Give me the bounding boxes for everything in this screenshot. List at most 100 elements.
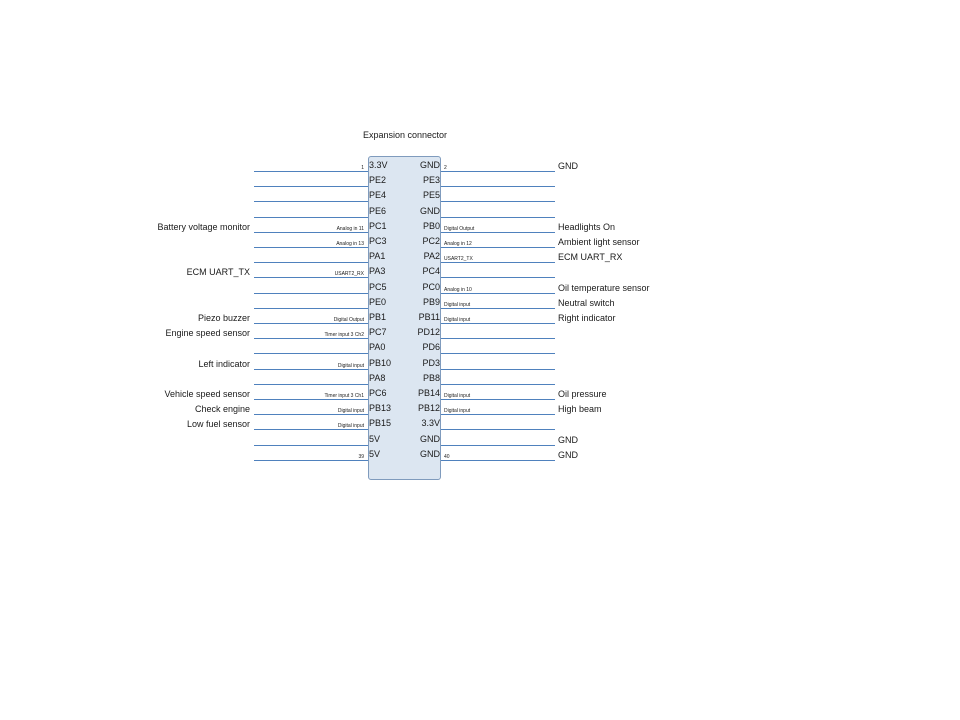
left-wire: [254, 338, 368, 340]
left-wire: [254, 292, 368, 294]
left-function-note: 39: [358, 453, 364, 460]
right-wire: [441, 444, 555, 446]
right-pin-name: PE3: [422, 175, 440, 186]
right-wire: [441, 292, 555, 294]
right-signal-label: Neutral switch: [558, 297, 615, 308]
right-wire: [441, 368, 555, 370]
left-wire: [254, 353, 368, 355]
right-pin-name: PC2: [422, 236, 440, 246]
left-wire: [254, 368, 368, 370]
left-wire: [254, 262, 368, 264]
right-wire: [441, 307, 555, 309]
left-pin-name: PE4: [369, 190, 387, 201]
left-wire: [254, 171, 368, 172]
right-signal-label: High beam: [558, 404, 602, 415]
right-pin-name: GND: [420, 433, 440, 444]
left-pin-name: 3.3V: [369, 160, 388, 170]
left-pin-name: PA0: [369, 342, 386, 353]
left-signal-label: ECM UART_TX: [186, 267, 250, 278]
right-wire: [441, 171, 555, 172]
right-pin-name: PA2: [423, 251, 440, 262]
left-wire: [254, 399, 368, 400]
right-pin-name: PB11: [418, 312, 440, 322]
left-pin-name: PB13: [369, 403, 392, 414]
left-wire: [254, 414, 368, 416]
right-pin-name: PC0: [422, 281, 440, 292]
right-function-note: Analog in 10: [444, 286, 472, 293]
right-wire: [441, 353, 555, 355]
right-function-note: Digital input: [444, 393, 471, 399]
pin-row: PE2 PE3: [0, 173, 960, 188]
right-signal-label: GND: [558, 161, 578, 171]
right-wire: [441, 338, 555, 340]
left-pin-name: 5V: [369, 433, 381, 444]
left-function-note: Digital input: [337, 423, 364, 430]
right-pin-name: PE5: [422, 190, 440, 201]
left-pin-name: PB10: [369, 357, 392, 368]
left-pin-name: PC7: [369, 327, 387, 338]
left-signal-label: Battery voltage monitor: [157, 221, 250, 232]
right-wire: [441, 399, 555, 400]
right-pin-name: PB12: [417, 403, 440, 414]
right-pin-name: GND: [420, 160, 440, 170]
right-pin-name: PB9: [422, 296, 440, 307]
right-function-note: 2: [444, 165, 447, 171]
left-wire: [254, 307, 368, 309]
left-wire: [254, 459, 368, 461]
right-wire: [441, 323, 555, 324]
left-pin-name: PA8: [369, 372, 386, 383]
left-function-note: Timer input 3 Ch1: [324, 393, 364, 399]
left-wire: [254, 323, 368, 324]
left-pin-name: PC6: [369, 388, 387, 398]
left-pin-name: PA1: [369, 251, 386, 262]
right-wire: [441, 186, 555, 188]
left-signal-label: Check engine: [194, 404, 250, 415]
left-pin-name: PB1: [369, 312, 387, 322]
right-signal-label: Oil temperature sensor: [558, 282, 650, 293]
right-wire: [441, 429, 555, 431]
pin-row: Vehicle speed sensor Timer input 3 Ch1 PC6…: [0, 386, 960, 401]
right-pin-name: PD6: [422, 342, 440, 353]
left-pin-name: PE2: [369, 175, 387, 186]
right-signal-label: Right indicator: [558, 313, 616, 323]
right-function-note: USART2_TX: [444, 256, 473, 263]
right-wire: [441, 383, 555, 385]
right-function-note: Digital Output: [444, 225, 475, 232]
pin-row: Check engine Digital input PB13 PB12 Digital…: [0, 401, 960, 416]
left-signal-label: Vehicle speed sensor: [164, 389, 250, 399]
left-signal-label: Left indicator: [198, 358, 250, 369]
right-signal-label: Headlights On: [558, 221, 616, 232]
left-pin-name: PC1: [369, 220, 387, 231]
left-wire: [254, 444, 368, 446]
right-pin-name: PD12: [417, 327, 440, 338]
left-function-note: Timer input 3 Ch2: [324, 332, 364, 339]
right-function-note: Digital input: [444, 408, 471, 415]
diagram-title: Expansion connector: [362, 130, 448, 140]
pin-row: PE4 PE5: [0, 188, 960, 203]
right-function-note: Digital input: [444, 301, 471, 308]
right-signal-label: GND: [558, 449, 578, 460]
right-function-note: Analog in 12: [444, 241, 472, 247]
left-wire: [254, 429, 368, 431]
right-function-note: 40: [444, 453, 450, 460]
left-function-note: Analog in 13: [336, 241, 364, 247]
right-function-note: Digital input: [444, 317, 471, 323]
left-signal-label: Piezo buzzer: [197, 313, 250, 323]
left-function-note: Digital input: [337, 408, 364, 415]
pin-row: PA1 PA2 USART2_TX ECM UART_RX: [0, 249, 960, 264]
left-wire: [254, 216, 368, 218]
right-signal-label: ECM UART_RX: [558, 252, 623, 263]
right-wire: [441, 262, 555, 264]
left-signal-label: Low fuel sensor: [186, 419, 250, 430]
right-wire: [441, 201, 555, 203]
right-pin-name: PC4: [422, 266, 440, 277]
